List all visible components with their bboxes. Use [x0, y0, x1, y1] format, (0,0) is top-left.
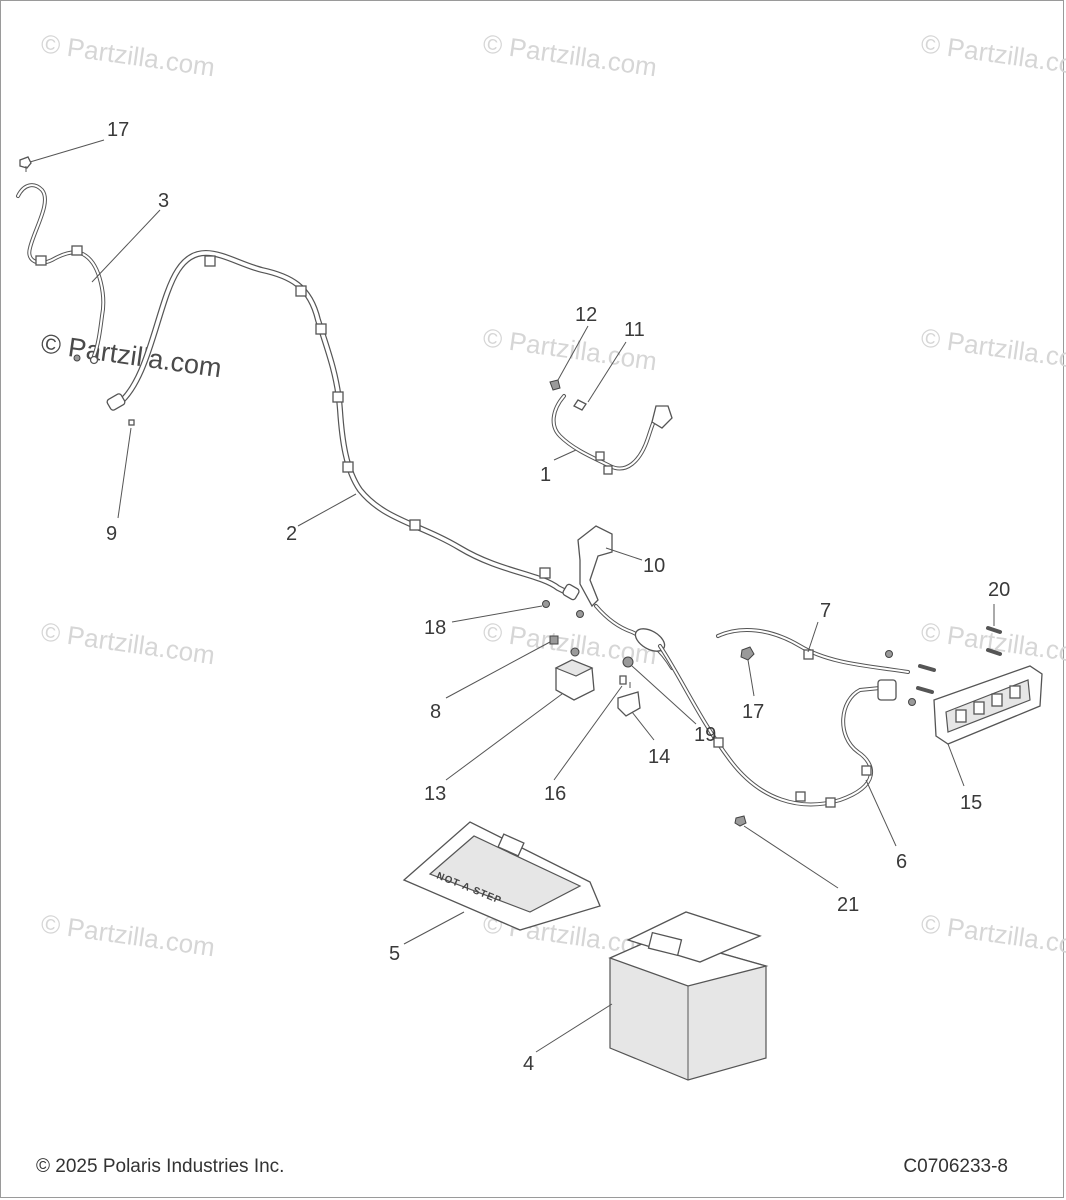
callout-18: 18	[424, 617, 446, 639]
callout-10: 10	[643, 555, 665, 577]
callout-14: 14	[648, 746, 670, 768]
bolt-21[interactable]	[734, 815, 747, 827]
watermark: © Partzilla.com	[481, 28, 659, 82]
bolt-17-top[interactable]	[19, 156, 32, 172]
diagram-code: C0706233-8	[903, 1156, 1008, 1177]
callout-11: 11	[624, 319, 645, 341]
watermark: © Partzilla.com	[39, 908, 217, 962]
nut-small-4[interactable]	[908, 698, 916, 706]
solenoid-13[interactable]	[554, 647, 595, 701]
watermark: © Partzilla.com	[39, 616, 217, 670]
battery-cover-5[interactable]: NOT A STEP	[402, 821, 601, 931]
bracket-14[interactable]	[617, 682, 641, 717]
cable-1[interactable]	[551, 394, 673, 475]
nut-19[interactable]	[622, 656, 634, 668]
bolt-17-right[interactable]	[740, 646, 755, 661]
cable-10[interactable]	[577, 525, 674, 670]
callout-7: 7	[820, 600, 831, 622]
harness-3[interactable]	[16, 183, 106, 365]
callout-5: 5	[389, 943, 400, 965]
nut-18[interactable]	[542, 600, 550, 608]
nut-small[interactable]	[73, 354, 81, 362]
battery-4[interactable]	[608, 911, 769, 1081]
bolt-8[interactable]	[549, 635, 559, 645]
footer-copyright: © 2025 Polaris Industries Inc.	[36, 1156, 285, 1177]
fuse-block-15[interactable]	[933, 665, 1043, 745]
nut-small-2[interactable]	[576, 610, 584, 618]
watermark: © Partzilla.com	[919, 28, 1066, 82]
callout-15: 15	[960, 792, 982, 814]
watermark: © Partzilla.com	[919, 908, 1066, 962]
nut-9[interactable]	[128, 419, 135, 426]
cable-6[interactable]	[658, 644, 897, 808]
callout-12: 12	[575, 304, 597, 326]
callout-16: 16	[544, 783, 566, 805]
watermark: © Partzilla.com	[919, 616, 1066, 670]
screw-16[interactable]	[619, 675, 627, 685]
callout-17-right: 17	[742, 701, 764, 723]
cable-2[interactable]	[106, 249, 580, 601]
watermark: © Partzilla.com	[39, 28, 217, 82]
callout-21: 21	[837, 894, 859, 916]
callout-2: 2	[286, 523, 297, 545]
watermark-layer: © Partzilla.com © Partzilla.com © Partzi…	[39, 28, 1066, 962]
callout-8: 8	[430, 701, 441, 723]
leader-lines	[29, 139, 995, 1053]
callout-3: 3	[158, 190, 169, 212]
callouts: 17 3 9 2 12 11 1 10 7 20 18 8 17 19 14 1…	[106, 119, 1010, 1075]
callout-13: 13	[424, 783, 446, 805]
callout-9: 9	[106, 523, 117, 545]
nut-12[interactable]	[549, 379, 561, 391]
watermark-strong: © Partzilla.com	[39, 328, 223, 383]
watermark: © Partzilla.com	[919, 322, 1066, 376]
bolt-11[interactable]	[573, 399, 587, 411]
callout-20: 20	[988, 579, 1010, 601]
callout-17-top: 17	[107, 119, 129, 141]
callout-4: 4	[523, 1053, 534, 1075]
callout-1: 1	[540, 464, 551, 486]
cable-7[interactable]	[716, 628, 910, 674]
callout-19: 19	[694, 724, 716, 746]
bolts-20[interactable]	[916, 626, 1002, 694]
nut-small-3[interactable]	[885, 650, 893, 658]
callout-6: 6	[896, 851, 907, 873]
